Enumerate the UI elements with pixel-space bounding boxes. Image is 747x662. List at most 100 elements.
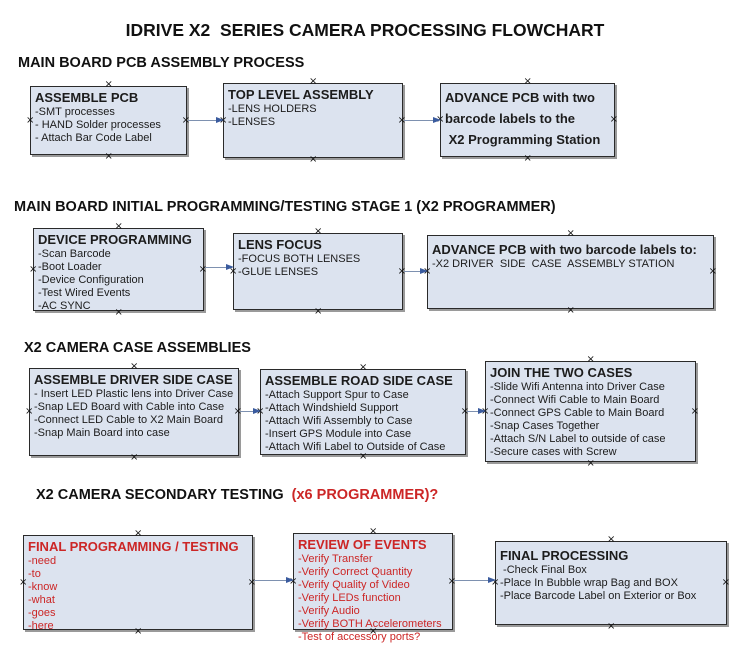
resize-handle-icon[interactable]: × xyxy=(29,263,38,275)
arrowhead-icon xyxy=(253,407,261,414)
resize-handle-icon[interactable]: × xyxy=(491,577,500,588)
resize-handle-icon[interactable]: × xyxy=(104,151,113,162)
box-items: -Scan Barcode-Boot Loader-Device Configu… xyxy=(38,248,201,313)
box-item: -goes xyxy=(28,607,56,619)
box-title: ASSEMBLE DRIVER SIDE CASE xyxy=(34,372,233,387)
resize-handle-icon[interactable]: × xyxy=(447,575,456,587)
box-item: -Device Configuration xyxy=(38,274,144,286)
box-assemble-road-side-case[interactable]: ×××× ASSEMBLE ROAD SIDE CASE -Attach Sup… xyxy=(256,363,469,462)
arrowhead-icon xyxy=(433,116,441,123)
resize-handle-icon[interactable]: × xyxy=(229,265,238,277)
resize-handle-icon[interactable]: × xyxy=(523,76,532,87)
arrowhead-icon xyxy=(420,267,428,274)
resize-handle-icon[interactable]: × xyxy=(134,626,143,637)
resize-handle-icon[interactable]: × xyxy=(233,406,242,417)
resize-handle-icon[interactable]: × xyxy=(114,307,123,318)
resize-handle-icon[interactable]: × xyxy=(314,226,323,237)
resize-handle-icon[interactable]: × xyxy=(26,114,35,126)
box-item: -Verify Transfer xyxy=(298,553,373,565)
box-device-programming[interactable]: ×××× DEVICE PROGRAMMING -Scan Barcode-Bo… xyxy=(29,222,207,318)
box-top-level-assembly[interactable]: ×××× TOP LEVEL ASSEMBLY -LENS HOLDERS-LE… xyxy=(219,77,406,165)
resize-handle-icon[interactable]: × xyxy=(460,406,469,417)
resize-handle-icon[interactable]: × xyxy=(586,458,595,469)
resize-handle-icon[interactable]: × xyxy=(566,228,575,239)
resize-handle-icon[interactable]: × xyxy=(566,305,575,316)
box-items: -X2 DRIVER SIDE CASE ASSEMBLY STATION xyxy=(432,258,711,271)
box-item: -Attach Windshield Support xyxy=(265,402,399,414)
box-title: ADVANCE PCB with two barcode labels to: xyxy=(432,242,697,257)
resize-handle-icon[interactable]: × xyxy=(104,79,113,90)
resize-handle-icon[interactable]: × xyxy=(314,306,323,317)
resize-handle-icon[interactable]: × xyxy=(19,576,28,588)
resize-handle-icon[interactable]: × xyxy=(130,452,139,463)
box-items: -FOCUS BOTH LENSES-GLUE LENSES xyxy=(238,253,400,279)
resize-handle-icon[interactable]: × xyxy=(247,576,256,588)
connector-arrow-2[interactable] xyxy=(404,116,441,123)
connector-arrow-5[interactable] xyxy=(240,407,261,414)
resize-handle-icon[interactable]: × xyxy=(25,406,34,417)
resize-handle-icon[interactable]: × xyxy=(523,153,532,164)
resize-handle-icon[interactable]: × xyxy=(359,451,368,462)
box-item: -X2 DRIVER SIDE CASE ASSEMBLY STATION xyxy=(432,258,675,270)
box-assemble-driver-side-case[interactable]: ×××× ASSEMBLE DRIVER SIDE CASE - Insert … xyxy=(25,362,242,463)
section-heading-secondary-testing: X2 CAMERA SECONDARY TESTING (x6 PROGRAMM… xyxy=(36,487,438,503)
arrowhead-icon xyxy=(216,116,224,123)
box-advance-pcb-programming-station[interactable]: ×××× ADVANCE PCB with two barcode labels… xyxy=(436,77,618,164)
box-item: -need xyxy=(28,555,57,567)
connector-arrow-8[interactable] xyxy=(454,576,496,583)
box-items: -SMT processes- HAND Solder processes- A… xyxy=(35,106,184,145)
box-item: -Verify LEDs function xyxy=(298,592,401,604)
box-join-the-two-cases[interactable]: ×××× JOIN THE TWO CASES -Slide Wifi Ante… xyxy=(481,355,699,469)
box-advance-pcb-driver-side-case[interactable]: ×××× ADVANCE PCB with two barcode labels… xyxy=(423,229,717,316)
box-items: -LENS HOLDERS-LENSES xyxy=(228,103,400,129)
resize-handle-icon[interactable]: × xyxy=(708,266,717,277)
connector-arrow-3[interactable] xyxy=(205,263,234,270)
connector-arrow-4[interactable] xyxy=(404,267,428,274)
connector-arrow-7[interactable] xyxy=(254,576,294,583)
box-lens-focus[interactable]: ×××× LENS FOCUS -FOCUS BOTH LENSES-GLUE … xyxy=(229,227,406,317)
box-items: barcode labels to the X2 Programming Sta… xyxy=(445,108,612,150)
resize-handle-icon[interactable]: × xyxy=(690,405,699,417)
resize-handle-icon[interactable]: × xyxy=(198,263,207,275)
resize-handle-icon[interactable]: × xyxy=(130,361,139,372)
resize-handle-icon[interactable]: × xyxy=(181,114,190,126)
resize-handle-icon[interactable]: × xyxy=(369,626,378,637)
resize-handle-icon[interactable]: × xyxy=(586,354,595,365)
resize-handle-icon[interactable]: × xyxy=(359,362,368,373)
box-title: ASSEMBLE ROAD SIDE CASE xyxy=(265,373,453,388)
box-title: FINAL PROGRAMMING / TESTING xyxy=(28,539,239,554)
box-title: ASSEMBLE PCB xyxy=(35,90,139,105)
box-final-programming-testing[interactable]: ×××× FINAL PROGRAMMING / TESTING -need-t… xyxy=(19,529,256,637)
box-title: ADVANCE PCB with two xyxy=(445,90,595,105)
box-item: -Check Final Box xyxy=(500,564,587,576)
box-item: -Snap Cases Together xyxy=(490,420,600,432)
box-item: -here xyxy=(28,620,54,632)
box-title: FINAL PROCESSING xyxy=(500,548,629,563)
box-item: - HAND Solder processes xyxy=(35,119,161,131)
section-heading-initial-programming: MAIN BOARD INITIAL PROGRAMMING/TESTING S… xyxy=(14,199,556,215)
arrowhead-icon xyxy=(478,407,486,414)
box-item: -Slide Wifi Antenna into Driver Case xyxy=(490,381,665,393)
resize-handle-icon[interactable]: × xyxy=(134,528,143,539)
arrowhead-icon xyxy=(488,576,496,583)
resize-handle-icon[interactable]: × xyxy=(397,265,406,277)
resize-handle-icon[interactable]: × xyxy=(607,534,616,545)
resize-handle-icon[interactable]: × xyxy=(369,526,378,537)
resize-handle-icon[interactable]: × xyxy=(609,114,618,125)
connector-arrow-6[interactable] xyxy=(467,407,486,414)
box-item: -Connect LED Cable to X2 Main Board xyxy=(34,414,223,426)
resize-handle-icon[interactable]: × xyxy=(721,577,730,588)
box-title: REVIEW OF EVENTS xyxy=(298,537,427,552)
box-review-of-events[interactable]: ×××× REVIEW OF EVENTS -Verify Transfer-V… xyxy=(289,527,456,644)
box-item: -Place Barcode Label on Exterior or Box xyxy=(500,590,697,602)
resize-handle-icon[interactable]: × xyxy=(309,76,318,87)
box-item: -what xyxy=(28,594,55,606)
resize-handle-icon[interactable]: × xyxy=(397,114,406,126)
resize-handle-icon[interactable]: × xyxy=(309,154,318,165)
box-final-processing[interactable]: × × × × FINAL PROCESSING -Check Final Box -P… xyxy=(491,535,730,632)
box-assemble-pcb[interactable]: × × × × ASSEMBLE PCB -SMT processes- HAND S… xyxy=(26,80,190,162)
resize-handle-icon[interactable]: × xyxy=(607,621,616,632)
resize-handle-icon[interactable]: × xyxy=(114,221,123,232)
connector-arrow-1[interactable] xyxy=(188,116,224,123)
